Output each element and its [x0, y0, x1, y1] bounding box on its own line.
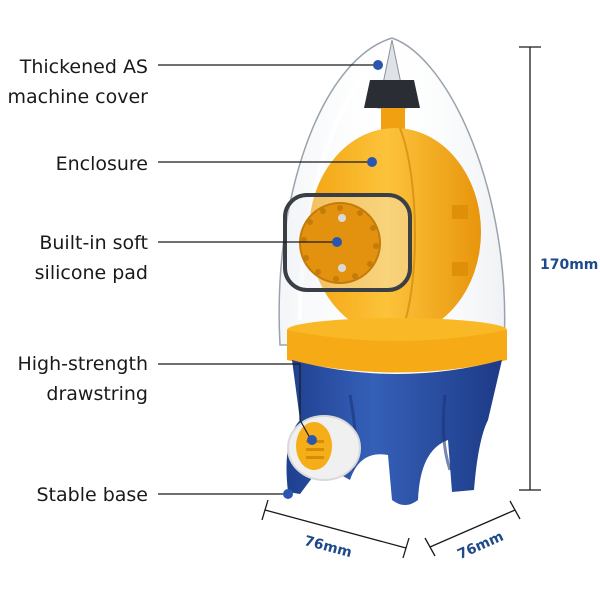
callout-label-base: Stable base — [36, 484, 148, 506]
callout-label-cover: Thickened AS machine cover — [7, 56, 148, 108]
front-width-dimension-line — [261, 499, 410, 559]
callout-lines — [158, 64, 376, 495]
collar-ring — [287, 318, 507, 373]
height-dimension-line — [519, 46, 541, 491]
callout-label-silicone-pad: Built-in soft silicone pad — [34, 232, 148, 284]
callout-dot-base — [283, 489, 293, 499]
callout-dot-enclosure — [367, 157, 377, 167]
callout-dot-cover — [373, 60, 383, 70]
callout-label-enclosure: Enclosure — [55, 153, 148, 175]
side-width-dimension-label: 76mm — [455, 529, 506, 563]
callout-label-drawstring: High-strength drawstring — [17, 353, 148, 405]
height-dimension-label: 170mm — [540, 257, 598, 273]
drawstring-handle — [287, 415, 361, 481]
callout-dot-pad — [332, 237, 342, 247]
side-width-dimension-line — [424, 500, 521, 557]
front-width-dimension-label: 76mm — [302, 533, 353, 561]
callout-dot-drawstring — [307, 435, 317, 445]
egg-enclosure — [309, 108, 481, 337]
